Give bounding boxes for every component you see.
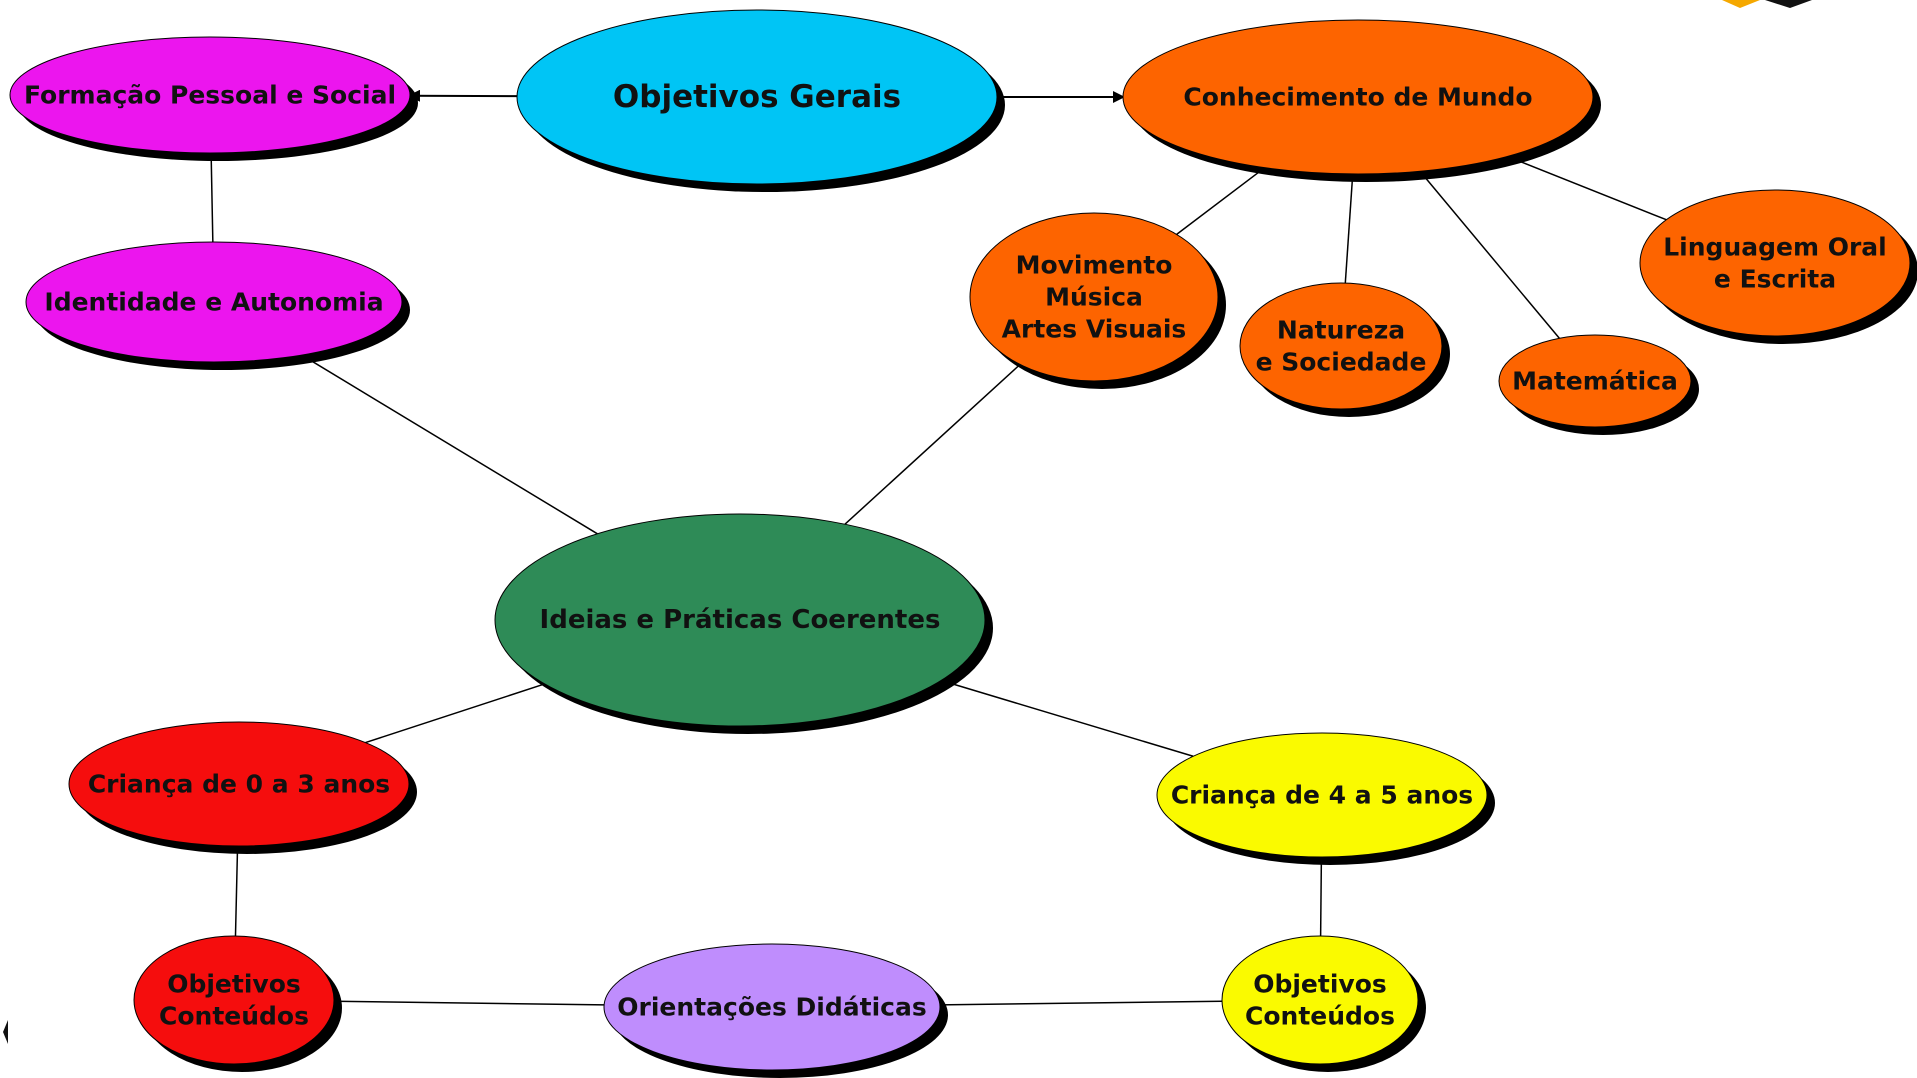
edges-layer <box>210 89 1667 1006</box>
node-ellipse <box>1639 189 1911 337</box>
edge-conhecimento-to-matematica <box>1419 170 1560 339</box>
edge-conhecimento-to-natureza <box>1344 173 1354 284</box>
node-crianca03: Criança de 0 a 3 anos <box>68 721 417 854</box>
node-ellipse <box>1156 732 1488 858</box>
node-label: Criança de 0 a 3 anos <box>88 770 390 799</box>
node-label: Orientações Didáticas <box>617 993 926 1022</box>
edge-identidade-to-ideias <box>301 354 598 535</box>
node-identidade: Identidade e Autonomia <box>25 241 410 370</box>
node-label: Objetivos <box>167 970 301 999</box>
node-ellipse <box>1498 334 1692 428</box>
node-ellipse <box>603 943 941 1071</box>
edge-conhecimento-to-linguagem <box>1507 155 1667 221</box>
node-label: Movimento <box>1016 251 1173 280</box>
node-label: Formação Pessoal e Social <box>24 81 396 110</box>
node-label: Matemática <box>1512 367 1678 396</box>
node-matematica: Matemática <box>1498 334 1699 435</box>
node-ellipse <box>1239 282 1443 410</box>
logo-fragment <box>1722 0 1812 8</box>
node-label: Ideias e Práticas Coerentes <box>540 605 941 635</box>
edge-crianca45-to-obj_right <box>1319 856 1323 937</box>
node-ellipse <box>9 36 411 154</box>
edge-movimento-to-ideias <box>844 363 1021 525</box>
node-natureza: Natureza e Sociedade <box>1239 282 1450 417</box>
node-ellipse <box>1122 19 1594 175</box>
node-ellipse <box>25 241 403 363</box>
node-label: Objetivos <box>1253 970 1387 999</box>
node-label: Natureza <box>1277 316 1405 345</box>
node-conhecimento: Conhecimento de Mundo <box>1122 19 1601 182</box>
node-label: e Escrita <box>1714 265 1836 294</box>
node-objetivos-gerais: Objetivos Gerais <box>516 9 1005 192</box>
node-label: Linguagem Oral <box>1663 233 1887 262</box>
node-label: Objetivos Gerais <box>613 79 901 115</box>
edge-formacao-to-identidade <box>210 152 214 243</box>
node-ideias: Ideias e Práticas Coerentes <box>494 513 993 734</box>
nodes-layer: Objetivos Gerais Formação Pessoal e Socia… <box>9 9 1917 1078</box>
node-label: Música <box>1045 283 1143 312</box>
node-label: e Sociedade <box>1256 348 1427 377</box>
node-label: Criança de 4 a 5 anos <box>1171 781 1473 810</box>
node-orientacoes: Orientações Didáticas <box>603 943 948 1078</box>
node-label: Identidade e Autonomia <box>44 288 383 317</box>
node-label: Artes Visuais <box>1002 315 1187 344</box>
node-linguagem: Linguagem Oral e Escrita <box>1639 189 1917 344</box>
node-label: Conteúdos <box>1245 1002 1395 1031</box>
node-label: Conhecimento de Mundo <box>1183 83 1532 112</box>
edge-crianca03-to-obj_left <box>234 845 239 937</box>
edge-ideias-to-crianca45 <box>940 679 1194 757</box>
node-ellipse <box>969 212 1219 382</box>
edge-ideias-to-crianca03 <box>365 683 545 744</box>
edge-conhecimento-to-movimento <box>1176 167 1266 235</box>
edge-obj_left-to-orientacoes <box>333 1000 605 1006</box>
node-ellipse <box>1221 935 1419 1065</box>
left-edge-marker <box>3 1020 8 1044</box>
node-crianca45: Criança de 4 a 5 anos <box>1156 732 1495 865</box>
node-formacao: Formação Pessoal e Social <box>9 36 418 161</box>
node-ellipse <box>516 9 998 185</box>
node-ellipse <box>133 935 335 1065</box>
node-label: Conteúdos <box>159 1002 309 1031</box>
node-ellipse <box>68 721 410 847</box>
edge-orientacoes-to-obj_right <box>939 1000 1223 1006</box>
node-ellipse <box>494 513 986 727</box>
